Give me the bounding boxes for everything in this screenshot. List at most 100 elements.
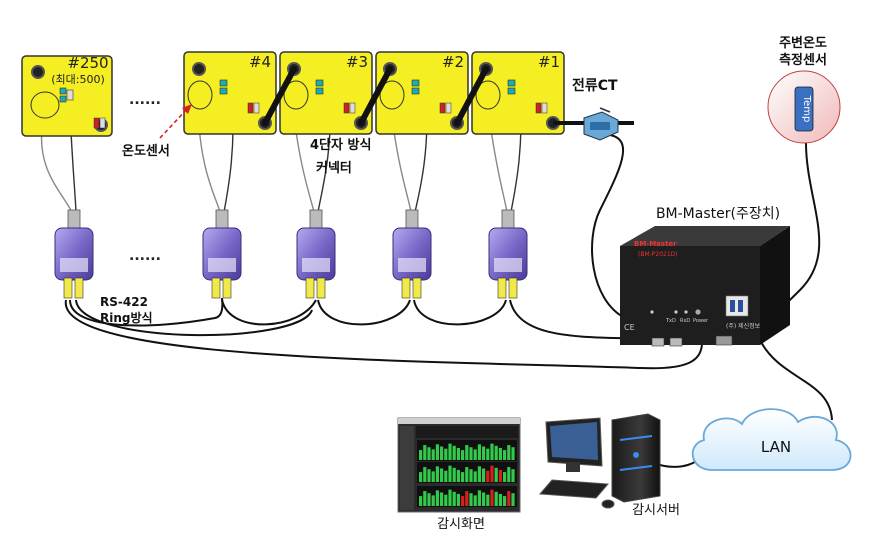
screen-bar	[482, 468, 486, 482]
series-links	[262, 66, 489, 126]
ambient-sensor-label-line1: 주변온도	[779, 36, 827, 51]
screen-bar	[482, 492, 486, 506]
screen-bar	[490, 489, 494, 506]
screen-bar	[486, 494, 490, 506]
sensor-clip-icon	[219, 79, 228, 95]
screen-bar	[507, 467, 511, 482]
current-ct-icon	[583, 107, 619, 141]
screen-bar	[465, 445, 469, 460]
screen-bar	[498, 469, 502, 482]
led-icon	[650, 310, 654, 314]
screen-bar	[503, 496, 507, 506]
sensor-clip-icon	[507, 79, 516, 95]
connector-label-line2: 커넥터	[316, 160, 352, 176]
module-4	[202, 209, 242, 299]
screen-bar	[427, 493, 431, 506]
battery-3: #3	[279, 51, 373, 135]
battery-ellipsis: ......	[129, 92, 161, 108]
screen-bar	[486, 470, 490, 482]
screen-bar	[452, 467, 456, 482]
screen-bar	[448, 489, 452, 506]
screen-bar-groups	[417, 440, 517, 507]
current-ct-label: 전류CT	[572, 77, 618, 94]
screen-bar	[511, 493, 515, 506]
keyboard-icon	[538, 479, 610, 499]
screen-bar	[490, 443, 494, 460]
battery-label-oval	[283, 80, 309, 110]
screen-bar	[494, 491, 498, 506]
temp-sensor-label: 온도센서	[122, 143, 170, 159]
screen-bar	[431, 471, 435, 482]
rs422-label-line2: Ring방식	[100, 310, 153, 325]
screen-bar	[444, 448, 448, 460]
lan-label: LAN	[761, 438, 791, 456]
module-2	[392, 209, 432, 299]
screen-bar	[456, 493, 460, 506]
sensor-clip-icon	[411, 79, 420, 95]
screen-bar	[503, 450, 507, 460]
screen-bar	[435, 490, 439, 506]
sensor-clip-icon	[315, 79, 324, 95]
ce-mark-icon: CE	[624, 323, 635, 332]
screen-bar	[498, 447, 502, 460]
master-company: (주) 제신정보	[726, 322, 761, 330]
battery-id: #1	[538, 53, 560, 71]
led-icon	[684, 310, 688, 314]
screen-bar	[469, 447, 473, 460]
connector-label-line1: 4단자 방식	[310, 137, 371, 153]
master-brand: BM-Master	[634, 240, 677, 248]
terminal-negative-icon	[31, 65, 45, 79]
screen-bar	[503, 472, 507, 482]
screen-bar	[435, 444, 439, 460]
screen-bar	[452, 491, 456, 506]
terminal-negative-icon	[192, 62, 206, 76]
temp-probe-icon	[794, 86, 814, 132]
screen-bar	[486, 448, 490, 460]
screen-bar	[473, 449, 477, 460]
battery-label-oval	[187, 80, 213, 110]
power-led-icon	[633, 452, 639, 458]
screen-bar	[473, 495, 477, 506]
screen-bar	[456, 469, 460, 482]
battery-id: #3	[346, 53, 368, 71]
screen-bar	[469, 493, 473, 506]
screen-bar	[494, 445, 498, 460]
screen-bar	[423, 445, 427, 460]
company-logo-icon	[725, 295, 749, 317]
screen-bar	[456, 447, 460, 460]
screen-bar	[498, 493, 502, 506]
battery-label-oval	[475, 80, 501, 110]
screen-bar	[444, 470, 448, 482]
lan-cloud-icon	[691, 408, 852, 471]
battery-label-oval	[30, 91, 60, 119]
connector-clip-icon	[535, 102, 548, 114]
battery-id: #4	[249, 53, 271, 71]
battery-max-note: (최대:500)	[51, 73, 105, 86]
screen-bar	[490, 465, 494, 482]
battery-4: #4	[183, 51, 277, 135]
battery-id: #2	[442, 53, 464, 71]
temp-sensor-pointer	[159, 104, 192, 139]
led-icon	[674, 310, 678, 314]
screen-bar	[419, 496, 423, 506]
screen-bar	[511, 447, 515, 460]
screen-bar	[440, 492, 444, 506]
screen-bar	[465, 467, 469, 482]
master-led-label: RxD	[680, 318, 690, 324]
screen-bar	[444, 494, 448, 506]
screen-bar	[423, 491, 427, 506]
master-led-label: Power	[693, 318, 709, 324]
screen-bar	[477, 444, 481, 460]
battery-2: #2	[375, 51, 469, 135]
battery-1: #1	[471, 51, 565, 135]
screen-bar	[427, 447, 431, 460]
screen-bar	[419, 472, 423, 482]
module-3	[296, 209, 336, 299]
battery-id: #250	[67, 54, 108, 72]
connector-clip-icon	[93, 117, 106, 129]
screen-bar	[419, 450, 423, 460]
mouse-icon	[601, 499, 615, 509]
screen-bar	[469, 469, 473, 482]
screen-bar	[507, 445, 511, 460]
